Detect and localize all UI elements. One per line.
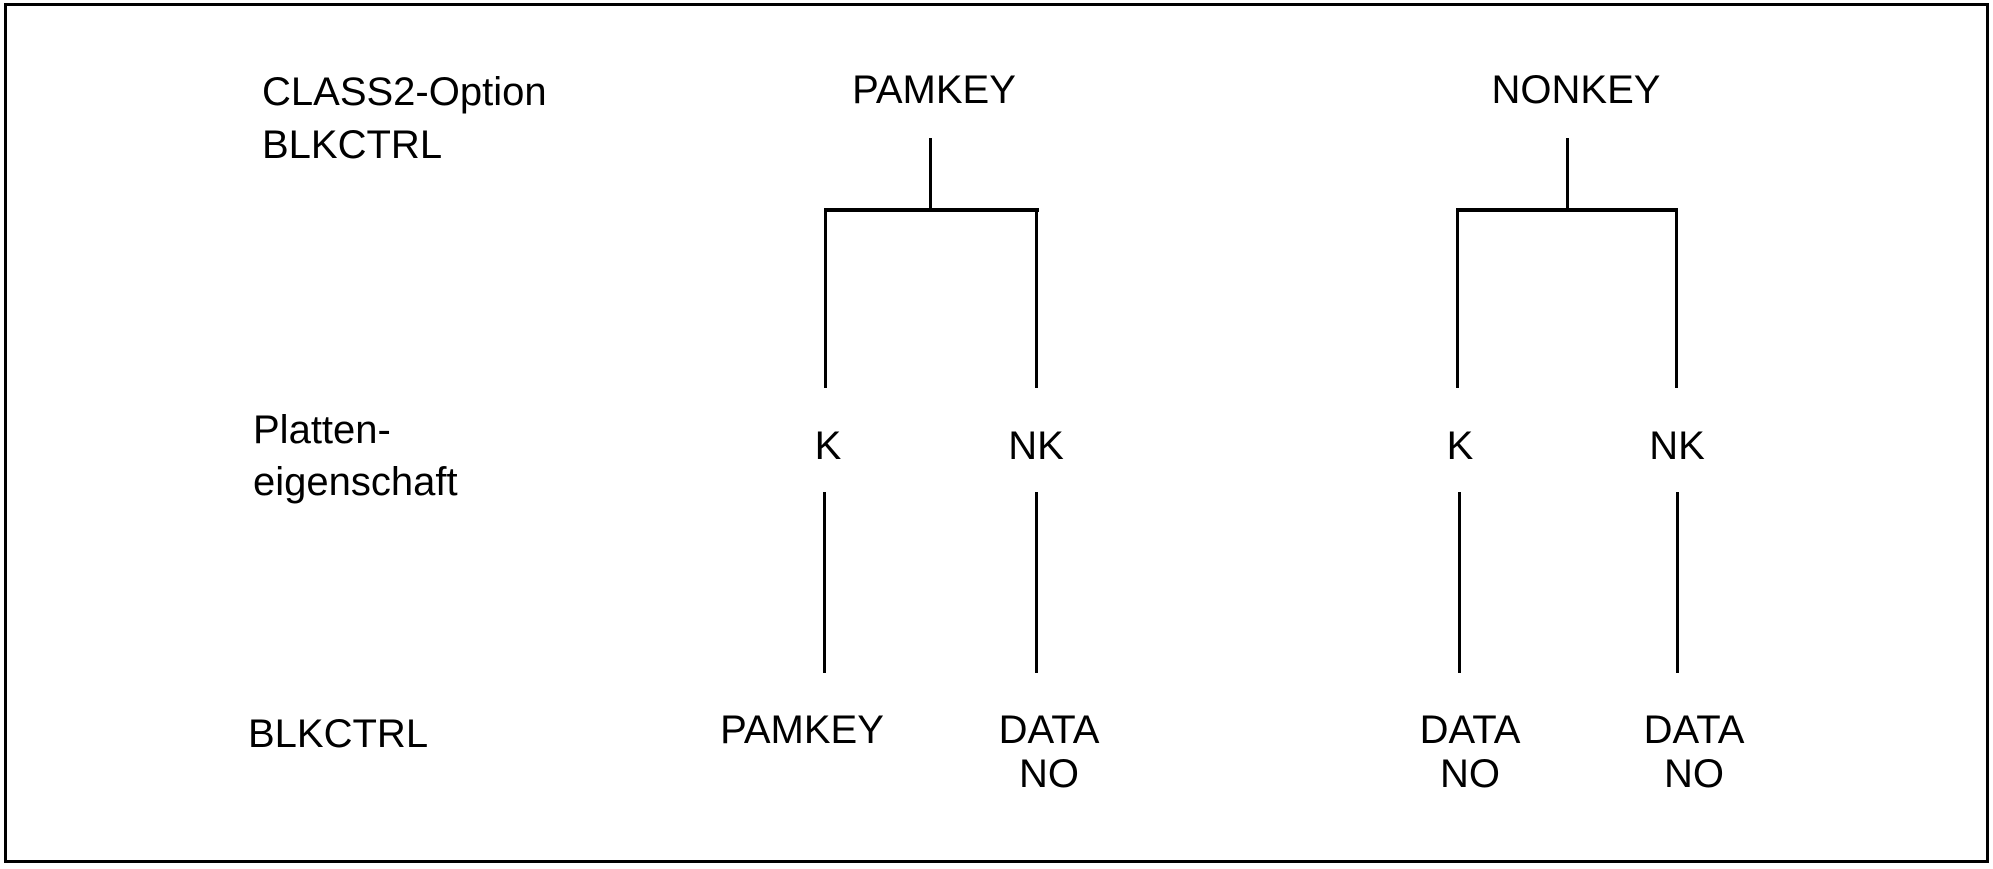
leaf-label-line1: DATA: [998, 708, 1100, 752]
figure-border: [4, 3, 1989, 863]
branch-label: NK: [1008, 424, 1064, 468]
label-platten-line1: Platten-: [253, 408, 391, 452]
connector-bracket-line: [824, 208, 1039, 212]
connector-drop-line: [824, 210, 827, 388]
tree-root-label: NONKEY: [1491, 68, 1661, 112]
connector-leaf-line: [1035, 492, 1038, 673]
leaf-label: PAMKEY: [720, 708, 884, 752]
leaf-label-line2: NO: [1440, 752, 1500, 796]
branch-label: NK: [1649, 424, 1705, 468]
connector-stem-line: [1566, 138, 1569, 210]
tree-root-label: PAMKEY: [852, 68, 1016, 112]
connector-drop-line: [1456, 210, 1459, 388]
connector-bracket-line: [1456, 208, 1678, 212]
connector-drop-line: [1675, 210, 1678, 388]
connector-drop-line: [1035, 210, 1038, 388]
label-class2-option: CLASS2-Option: [262, 70, 547, 114]
leaf-label-line1: PAMKEY: [720, 708, 884, 752]
branch-label: K: [814, 424, 842, 468]
leaf-label-line2: NO: [1664, 752, 1724, 796]
row-label-blkctrl-bottom: BLKCTRL: [248, 712, 429, 756]
connector-stem-line: [929, 138, 932, 210]
leaf-label-line1: DATA: [1643, 708, 1745, 752]
branch-label: K: [1446, 424, 1474, 468]
connector-leaf-line: [1458, 492, 1461, 673]
label-blkctrl-top: BLKCTRL: [262, 123, 443, 167]
label-platten-line2: eigenschaft: [253, 460, 458, 504]
leaf-label-line2: NO: [1019, 752, 1079, 796]
connector-leaf-line: [823, 492, 826, 673]
leaf-label-line1: DATA: [1419, 708, 1521, 752]
row-label-platteneigenschaft: Platten-eigenschaft: [253, 404, 458, 508]
connector-leaf-line: [1676, 492, 1679, 673]
